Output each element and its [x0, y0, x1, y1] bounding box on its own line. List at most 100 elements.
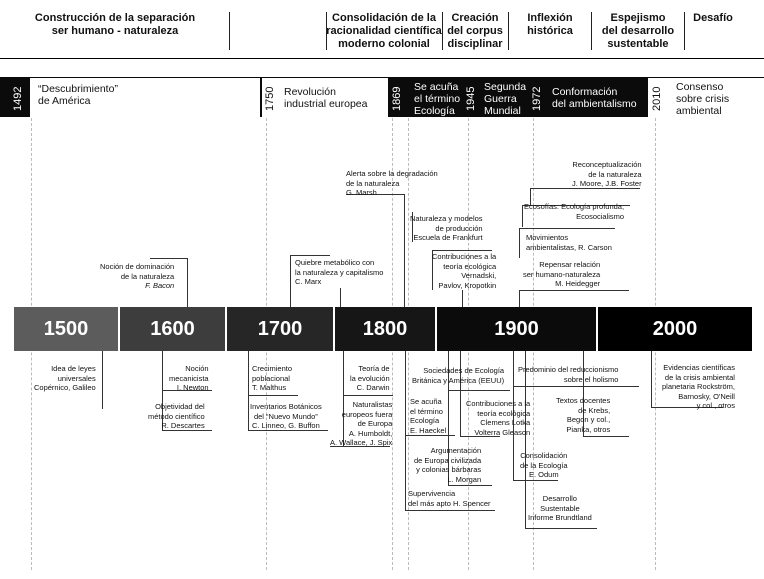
- era-text: Ecología: [414, 105, 455, 117]
- connector-line: [405, 351, 406, 511]
- century-1600: 1600: [120, 307, 225, 351]
- note-text: Sustentable: [540, 503, 580, 513]
- period-text: Espejismo: [610, 12, 666, 24]
- connector-line: [522, 205, 630, 206]
- note-text: Ecosofías: Ecología profunda,: [524, 202, 625, 211]
- period-text: Consolidación de la: [332, 12, 436, 24]
- connector-line: [513, 480, 558, 481]
- note-haeckel: Se acuña el término Ecología E. Haeckel: [410, 397, 446, 435]
- era-white-2010: [648, 78, 764, 117]
- note-text: Textos docentes: [556, 396, 611, 405]
- note-text: y colonias bárbaras: [416, 465, 482, 474]
- note-text: de producción: [435, 223, 483, 233]
- note-linneo: Inventarios Botánicos del “Nuevo Mundo” …: [250, 402, 322, 431]
- note-text: método científico: [148, 411, 205, 421]
- connector-line: [405, 435, 455, 436]
- period-divider: [326, 12, 327, 50]
- period-header: [0, 0, 764, 59]
- note-text: Movimientos: [526, 233, 569, 242]
- connector-line: [330, 446, 390, 447]
- note-text: I. Newton: [176, 383, 209, 392]
- connector-line: [102, 351, 103, 409]
- note-text: A. Wallace, J. Spix: [330, 438, 393, 447]
- era-text: Revolución: [284, 86, 336, 98]
- note-text: teoría ecológica: [477, 408, 531, 418]
- connector-line: [460, 351, 461, 437]
- note-text: R. Descartes: [161, 421, 205, 430]
- era-2010: Consenso sobre crisis ambiental: [676, 81, 729, 117]
- connector-line: [432, 250, 433, 290]
- note-text: Ecología: [410, 416, 440, 425]
- era-1945: Segunda Guerra Mundial: [484, 81, 526, 117]
- connector-line: [583, 436, 629, 437]
- note-marx: Quiebre metabólico con la naturaleza y c…: [295, 258, 383, 287]
- period-divider: [508, 12, 509, 50]
- century-1700: 1700: [227, 307, 333, 351]
- note-text: mecanicista: [169, 373, 209, 383]
- period-text: Construcción de la separación: [34, 12, 196, 24]
- year-1972: 1972: [531, 86, 543, 111]
- era-text: ambiental: [676, 105, 722, 117]
- connector-line: [290, 255, 330, 256]
- connector-line: [583, 351, 584, 437]
- era-text: “Descubrimiento”: [38, 83, 118, 95]
- era-1972: Conformación del ambientalismo: [552, 86, 637, 110]
- era-text: del ambientalismo: [552, 98, 637, 110]
- note-sociedades: Sociedades de Ecología Británica y Améri…: [412, 366, 504, 385]
- note-moore: Reconceptualización de la naturaleza J. …: [572, 160, 642, 189]
- note-text: Alerta sobre la degradación: [346, 169, 438, 178]
- note-text: Predominio del reduccionismo: [518, 365, 619, 374]
- era-text: Conformación: [552, 86, 618, 98]
- note-text: L. Morgan: [447, 474, 482, 484]
- period-text: ser humano - naturaleza: [51, 25, 179, 37]
- connector-line: [651, 407, 723, 408]
- connector-line: [432, 250, 492, 251]
- note-text: de la crisis ambiental: [664, 372, 735, 382]
- note-malthus: Crecimiento poblacional T. Malthus: [252, 364, 292, 393]
- note-text: Noción: [185, 364, 209, 373]
- note-text: Teoría de: [358, 364, 390, 373]
- period-text: Creación: [451, 12, 499, 24]
- period-text: racionalidad científica: [326, 25, 442, 37]
- note-text: Barnosky, O'Neill: [678, 391, 735, 401]
- note-text: y col., otros: [696, 401, 735, 410]
- note-text: de la naturaleza: [120, 271, 175, 281]
- era-1869: Se acuña el término Ecología: [414, 81, 460, 117]
- era-text: el término: [414, 93, 461, 105]
- note-ecosofias: Ecosofías: Ecología profunda, Ecosociali…: [524, 202, 624, 221]
- note-text: Consolidación: [520, 451, 568, 460]
- note-text: C. Linneo, G. Buffon: [251, 421, 320, 430]
- connector-line: [448, 351, 449, 486]
- note-copernico: Idea de leyes universales Copérnico, Gal…: [34, 364, 96, 393]
- note-text: teoría ecológica: [443, 261, 497, 271]
- note-text: E. Odum: [528, 470, 559, 479]
- year-1750: 1750: [264, 86, 276, 111]
- era-text: Segunda: [484, 81, 527, 93]
- note-text: J. Moore, J.B. Foster: [572, 179, 642, 188]
- period-text: sustentable: [607, 38, 669, 50]
- note-text: Sociedades de Ecología: [423, 366, 505, 375]
- note-text: Contribuciones a la: [466, 399, 531, 408]
- note-text: Begon y col.,: [566, 415, 611, 424]
- note-descartes: Objetividad del método científico R. Des…: [148, 402, 205, 431]
- note-text: de la naturaleza: [346, 178, 400, 188]
- note-text: la evolución: [350, 373, 390, 383]
- note-text: poblacional: [252, 373, 290, 383]
- period-divider: [684, 12, 685, 50]
- period-text: del desarrollo: [601, 25, 675, 37]
- year-1869: 1869: [391, 86, 403, 111]
- century-1500: 1500: [14, 307, 118, 351]
- era-text: Mundial: [484, 105, 521, 117]
- period-corpus: Creación del corpus disciplinar: [443, 12, 507, 51]
- year-1492: 1492: [12, 86, 24, 111]
- note-text: M. Heidegger: [555, 279, 601, 288]
- period-divider: [591, 12, 592, 50]
- note-text: de la Ecología: [520, 460, 568, 470]
- note-krebs: Textos docentes de Krebs, Begon y col., …: [556, 396, 610, 434]
- connector-line: [343, 395, 393, 396]
- connector-line: [513, 351, 514, 481]
- connector-line: [340, 288, 341, 307]
- connector-line: [248, 395, 298, 396]
- connector-line: [513, 386, 639, 387]
- period-text: Inflexión: [527, 12, 573, 24]
